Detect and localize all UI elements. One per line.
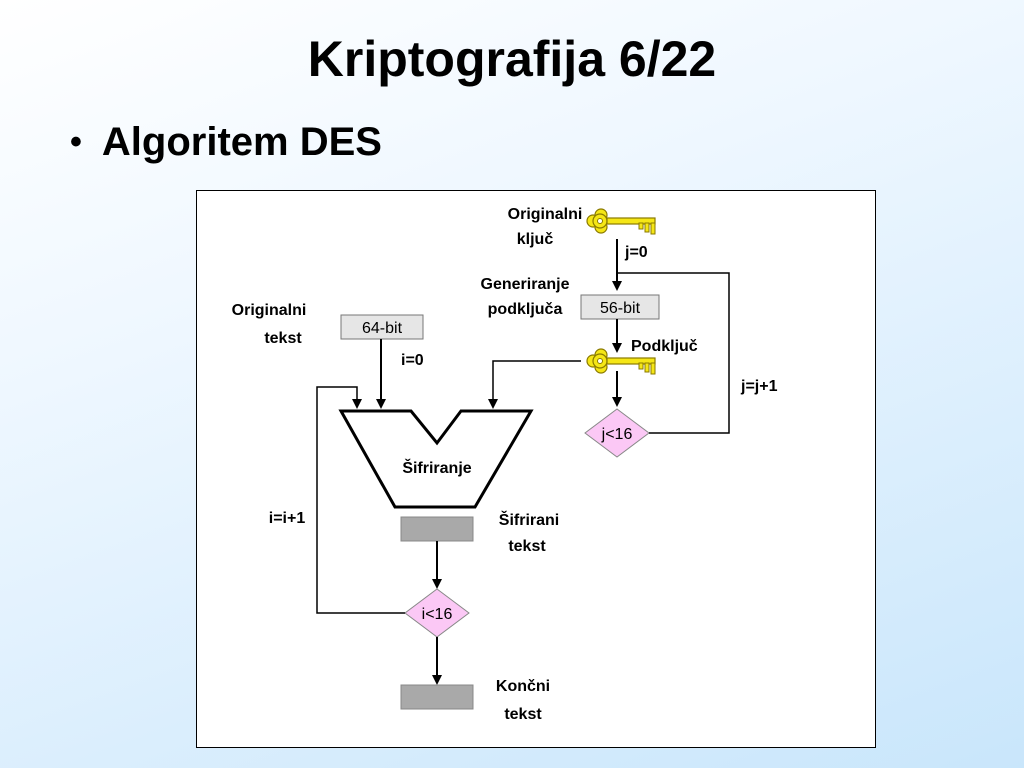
original-text-label-line2: tekst [264,330,302,347]
subkey-label: Podključ [631,338,698,355]
i-increment-label: i=i+1 [269,510,306,527]
subkey-gen-label-line1: Generiranje [481,276,570,293]
key-size-text: 56-bit [600,300,641,317]
i-loop-line [316,386,405,614]
original-key-label-line2: ključ [517,231,554,248]
bullet-text: Algoritem DES [101,120,382,164]
i-init-label: i=0 [401,352,424,369]
final-text-box [400,684,474,710]
bullet-dot: • [70,123,82,161]
original-text-label-line1: Originalni [232,302,307,319]
arrow-subkey-to-encryption [488,360,581,409]
encryption-block [338,409,534,509]
slide-title: Kriptografija 6/22 [307,31,717,87]
original-key-icon [586,208,656,235]
text-size-box [340,314,424,340]
key-size-box [580,294,660,320]
j-condition-diamond [584,408,650,458]
bullet-item: • Algoritem DES [70,120,382,165]
final-text-label-line1: Končni [496,678,550,695]
original-key-label-line1: Originalni [508,206,583,223]
cipher-text-label-line2: tekst [508,538,546,555]
final-text-label-line2: tekst [504,706,542,723]
j-increment-label: j=j+1 [740,378,778,395]
j-loop-line [617,272,730,434]
j-condition-text: j<16 [601,426,633,443]
subkey-gen-label-line2: podključa [488,301,563,318]
cipher-text-box [400,516,474,542]
cipher-text-label-line1: Šifrirani [499,510,559,529]
encryption-label: Šifriranje [402,458,471,477]
des-diagram: Originalni ključ j=0 Generiranje podklju… [196,190,876,748]
text-size-text: 64-bit [362,320,403,337]
i-condition-text: i<16 [422,606,453,623]
j-init-label: j=0 [624,244,648,261]
